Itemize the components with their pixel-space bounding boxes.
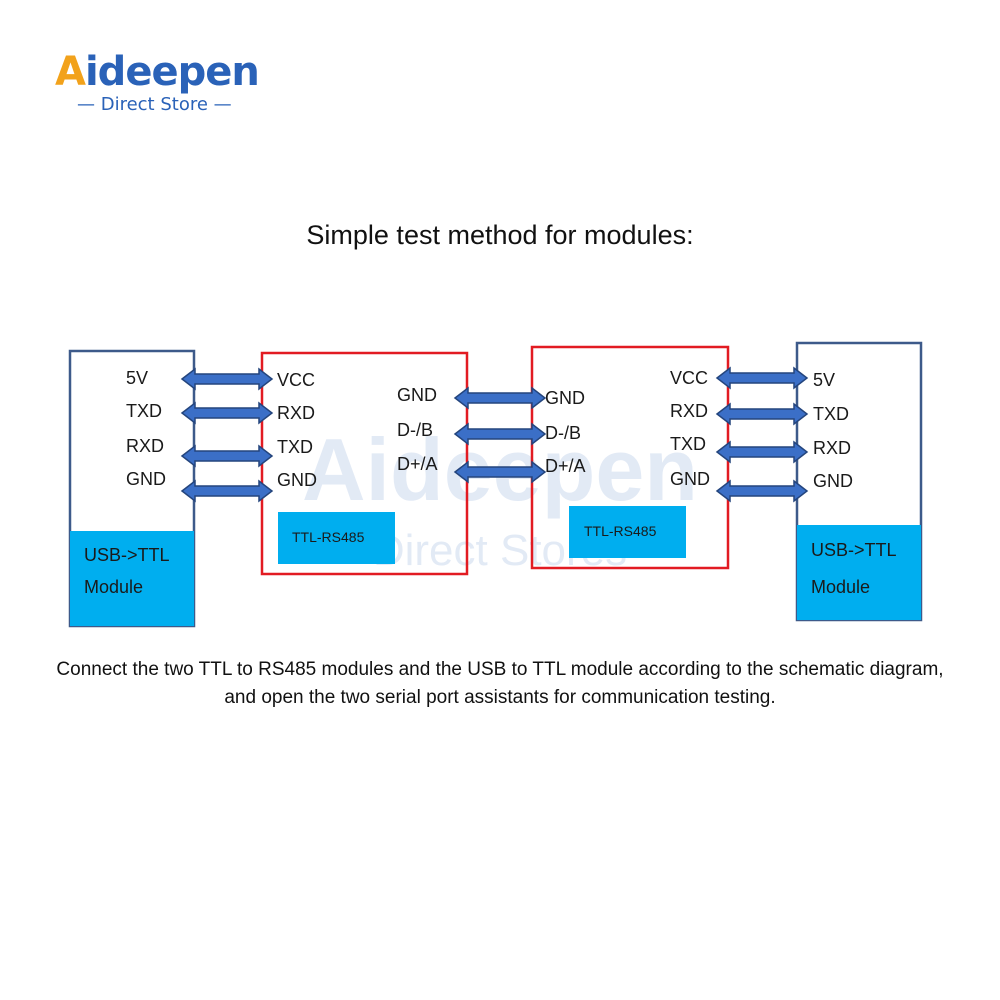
arrow-usb-rxd-to-txd xyxy=(180,444,274,468)
rs485-left-pin-da: D+/A xyxy=(397,454,438,474)
logo-tagline: — Direct Store — xyxy=(77,94,232,115)
rs485-left-label: TTL-RS485 xyxy=(292,529,365,545)
rs485-left-label-block xyxy=(278,512,395,564)
rs485-left-pin-rxd: RXD xyxy=(277,403,315,423)
usb-left-label-line1: USB->TTL xyxy=(84,545,170,565)
arrow-rxd-to-usb-txd xyxy=(715,402,809,426)
rs485-right-pin-txd: TXD xyxy=(670,434,706,454)
usb-right-label-line2: Module xyxy=(811,577,870,597)
brand-logo: Aideepen — Direct Store — xyxy=(55,48,285,118)
usb-ttl-module-left: 5V TXD RXD GND USB->TTL Module xyxy=(68,349,196,628)
arrow-txd-to-usb-rxd xyxy=(715,440,809,464)
arrow-gnd-to-usb-gnd xyxy=(715,479,809,503)
usb-left-pin-txd: TXD xyxy=(126,401,162,421)
rs485-right-label: TTL-RS485 xyxy=(584,523,657,539)
usb-left-pin-gnd: GND xyxy=(126,469,166,489)
usb-left-label-line2: Module xyxy=(84,577,143,597)
rs485-left-pin-gnd: GND xyxy=(277,470,317,490)
rs485-right-label-block xyxy=(569,506,686,558)
instructions-caption: Connect the two TTL to RS485 modules and… xyxy=(56,659,944,708)
usb-right-pin-gnd: GND xyxy=(813,471,853,491)
usb-right-label-block xyxy=(797,525,921,620)
connections xyxy=(180,366,809,503)
rs485-right-pin-da: D+/A xyxy=(545,456,586,476)
rs485-left-pin-gnd-out: GND xyxy=(397,385,437,405)
arrow-vcc-to-usb-5v xyxy=(715,366,809,390)
arrow-usb-gnd-to-gnd xyxy=(180,479,274,503)
rs485-right-pin-gnd-in: GND xyxy=(545,388,585,408)
rs485-right-pin-vcc: VCC xyxy=(670,368,708,388)
rs485-left-pin-db: D-/B xyxy=(397,420,433,440)
rs485-right-pin-gnd: GND xyxy=(670,469,710,489)
ttl-rs485-module-right: GND D-/B D+/A VCC RXD TXD GND TTL-RS485 xyxy=(530,345,730,570)
usb-right-label-line1: USB->TTL xyxy=(811,540,897,560)
arrow-rs485-da-link xyxy=(453,460,547,484)
usb-left-pin-5v: 5V xyxy=(126,368,148,388)
rs485-right-pin-rxd: RXD xyxy=(670,401,708,421)
usb-right-pin-txd: TXD xyxy=(813,404,849,424)
arrow-rs485-db-link xyxy=(453,422,547,446)
arrow-rs485-gnd-link xyxy=(453,386,547,410)
arrow-usb-5v-to-vcc xyxy=(180,367,274,391)
page-title: Simple test method for modules: xyxy=(306,220,694,250)
rs485-left-pin-vcc: VCC xyxy=(277,370,315,390)
logo-word-rest: ideepen xyxy=(84,49,260,95)
rs485-right-pin-db: D-/B xyxy=(545,423,581,443)
logo-wordmark: Aideepen xyxy=(55,48,260,96)
usb-ttl-module-right: 5V TXD RXD GND USB->TTL Module xyxy=(795,341,923,622)
arrow-usb-txd-to-rxd xyxy=(180,401,274,425)
rs485-left-pin-txd: TXD xyxy=(277,437,313,457)
usb-right-pin-5v: 5V xyxy=(813,370,835,390)
usb-left-pin-rxd: RXD xyxy=(126,436,164,456)
usb-right-pin-rxd: RXD xyxy=(813,438,851,458)
usb-left-label-block xyxy=(70,531,194,626)
logo-first-letter: A xyxy=(55,49,86,95)
